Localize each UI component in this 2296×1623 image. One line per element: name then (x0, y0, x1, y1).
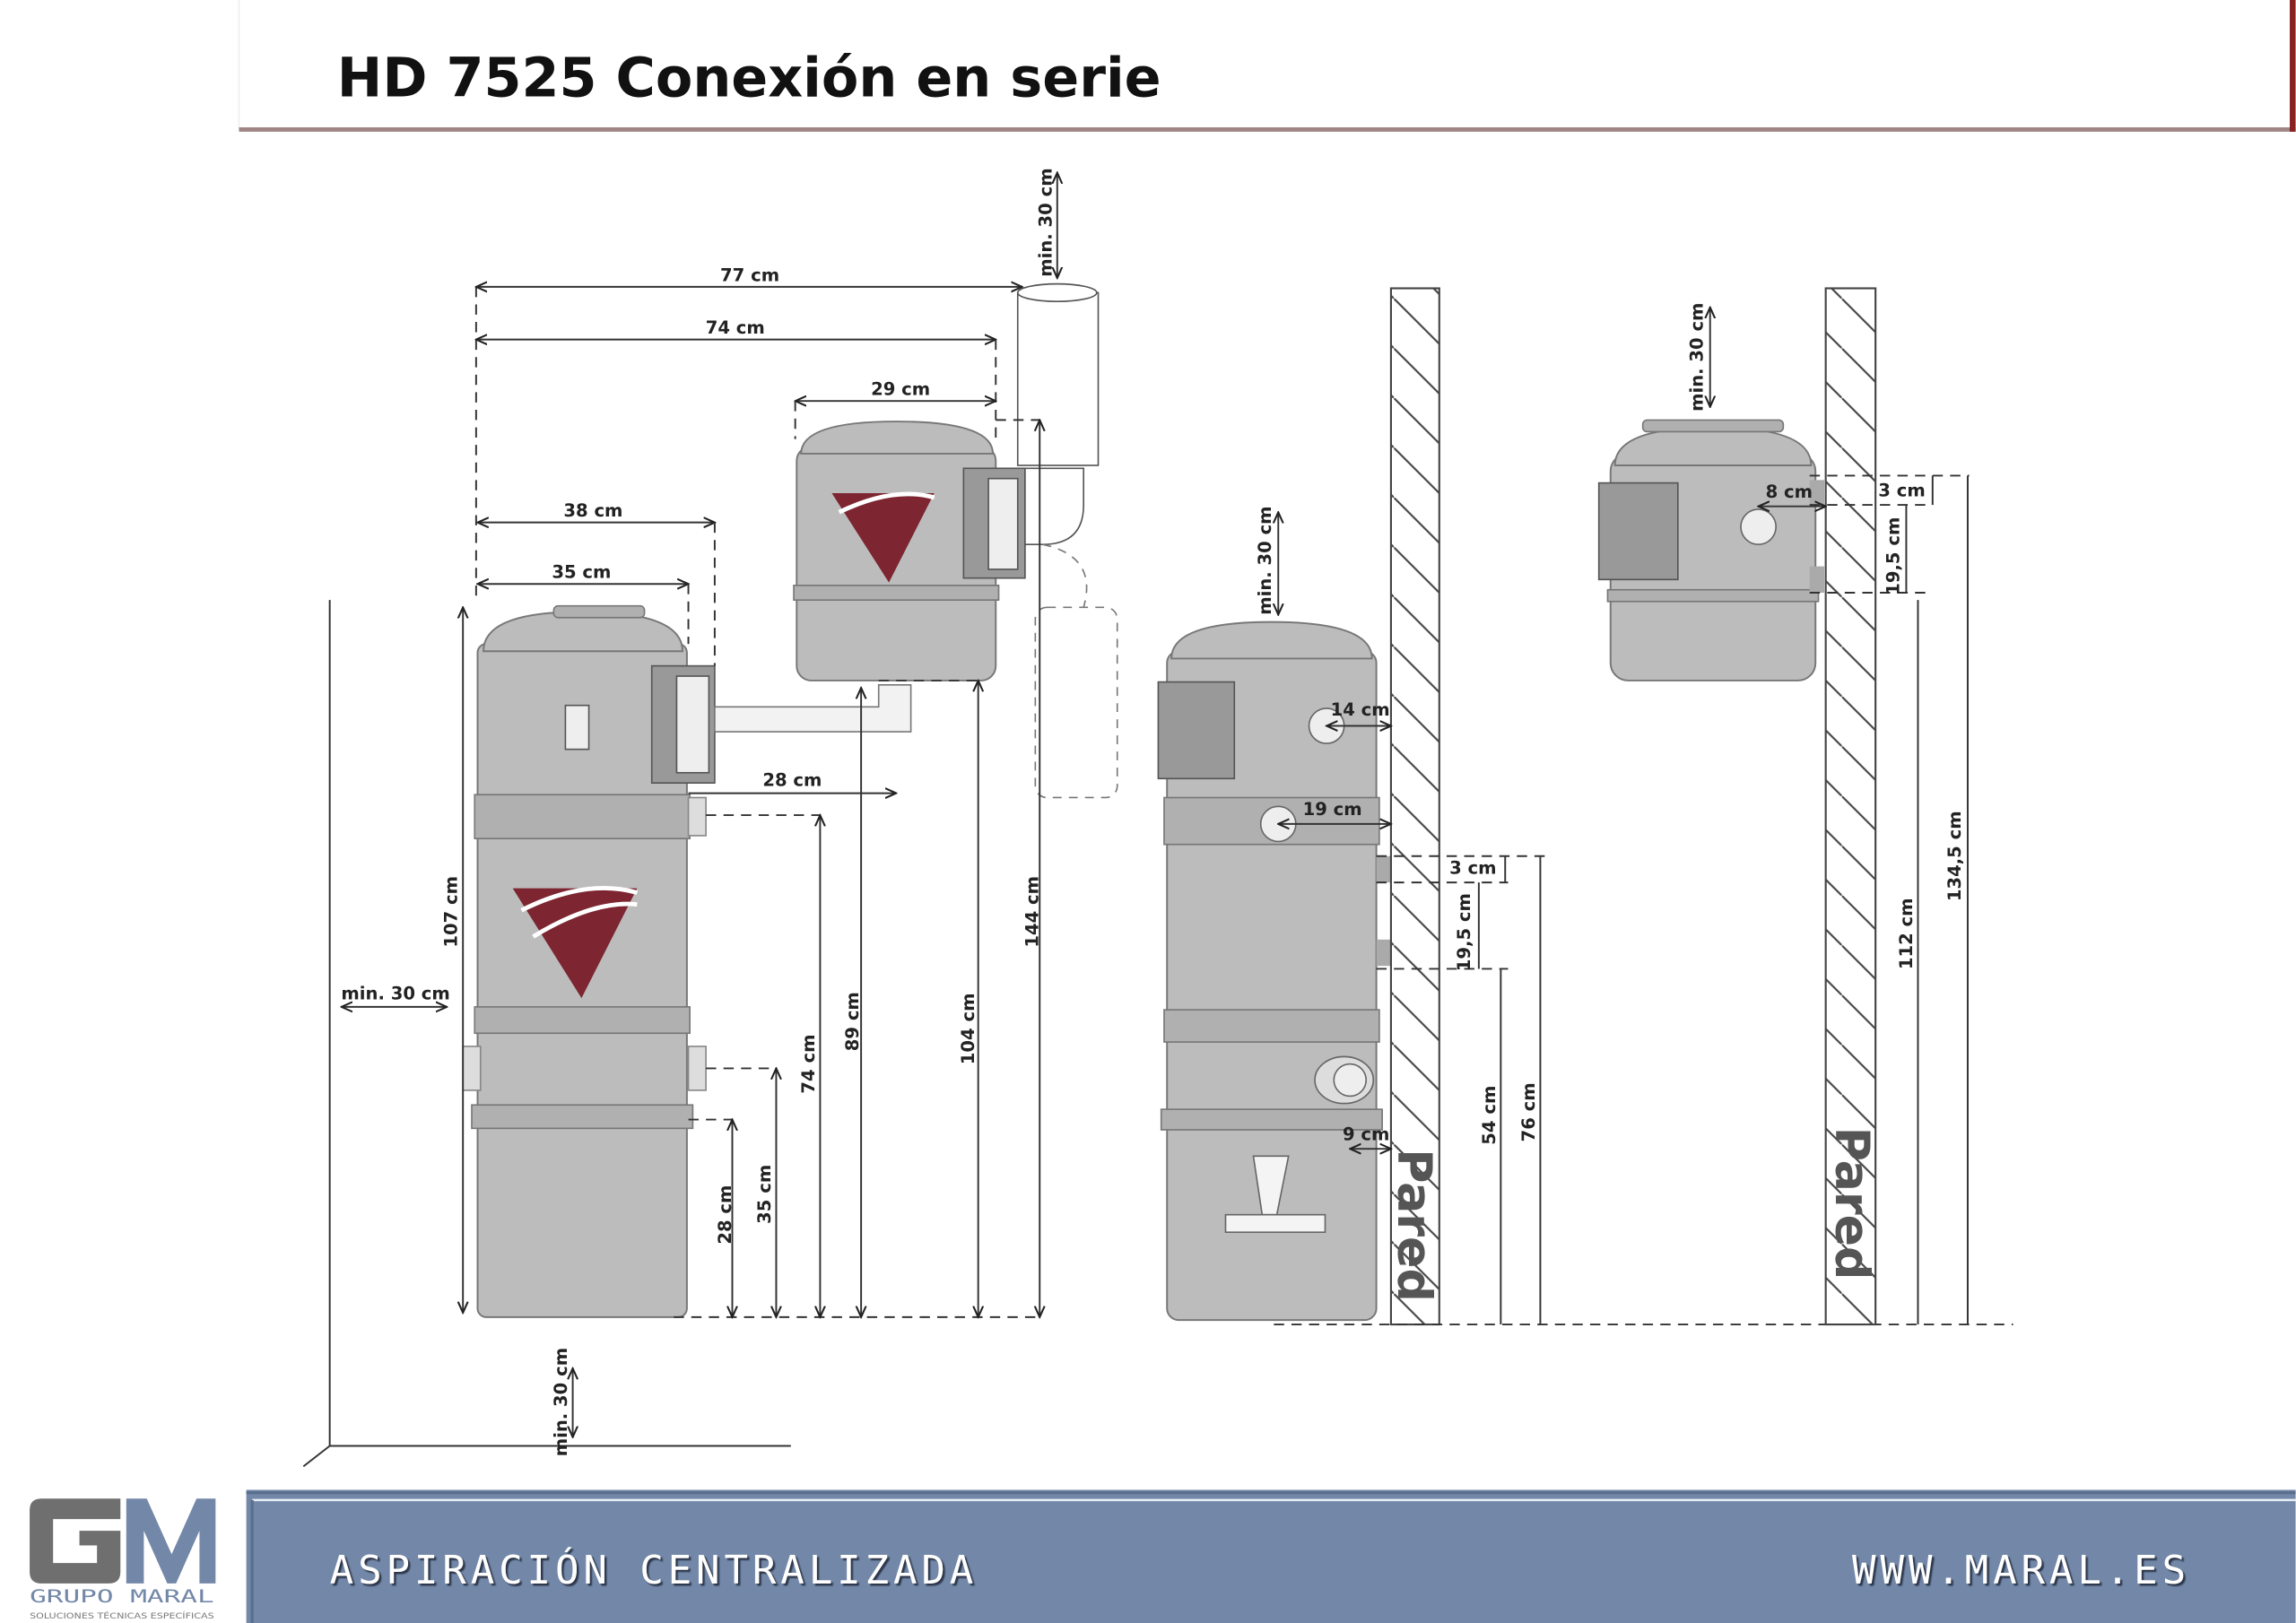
dim-width-upper: 29 cm (871, 379, 930, 400)
dim-h-74: 74 cm (798, 1034, 819, 1093)
side-dim-19-5: 19,5 cm (1454, 893, 1474, 971)
header: HD 7525 Conexión en serie (238, 0, 2296, 132)
dim-h-144: 144 cm (1022, 876, 1043, 948)
dim-unit-height: 107 cm (441, 876, 462, 948)
connecting-pipe (714, 684, 912, 733)
side-dim-h-76: 76 cm (1518, 1082, 1539, 1141)
dim-h-28: 28 cm (715, 1185, 735, 1245)
wall-dim-3: 3 cm (1878, 480, 1925, 500)
side-dim-3: 3 cm (1449, 857, 1496, 878)
wall-dim-h-134-5: 134,5 cm (1944, 811, 1965, 901)
dim-h-35: 35 cm (754, 1165, 775, 1224)
front-view-dimensions: 77 cm 74 cm 29 cm 38 cm 35 cm 28 cm min.… (341, 168, 1057, 1456)
dim-width-lower-panel: 38 cm (563, 500, 622, 521)
wall-label-2: Pared (1824, 1127, 1878, 1280)
wall-dim-19-5: 19,5 cm (1883, 517, 1903, 595)
logo-g-mark (30, 1498, 121, 1584)
logo-m-mark (126, 1498, 216, 1584)
silencer (1016, 282, 1118, 799)
floor-corner (302, 600, 791, 1468)
header-rule (239, 126, 2296, 132)
brand-triangle-logo (512, 888, 638, 999)
wall-side-view: Pared (1387, 287, 1440, 1326)
dim-clearance-top: min. 30 cm (1035, 168, 1056, 276)
logo-subtitle: SOLUCIONES TÉCNICAS ESPECÍFICAS (30, 1610, 214, 1621)
header-right-rule (2290, 0, 2296, 132)
side-view-dimensions: min. 30 cm 14 cm 19 cm 3 cm 19,5 cm 9 cm… (1255, 506, 2013, 1326)
wall-dim-clearance-top: min. 30 cm (1687, 303, 1708, 412)
vacuum-unit-lower (462, 604, 716, 1318)
dim-width-lower: 35 cm (552, 562, 611, 583)
dim-clearance-bottom: min. 30 cm (551, 1348, 571, 1456)
dim-width-pair: 74 cm (706, 317, 765, 338)
wall-dim-8: 8 cm (1766, 482, 1813, 502)
side-dim-14: 14 cm (1331, 699, 1390, 720)
page-title: HD 7525 Conexión en serie (337, 48, 1161, 110)
dim-clearance-left: min. 30 cm (341, 984, 449, 1004)
dim-h-104: 104 cm (958, 994, 978, 1065)
footer-website[interactable]: WWW.MARAL.ES (1852, 1548, 2190, 1593)
footer-tagline: ASPIRACIÓN CENTRALIZADA (330, 1546, 978, 1593)
footer-bar (246, 1489, 2296, 1623)
vacuum-unit-upper (793, 421, 1026, 681)
wall-dim-h-112: 112 cm (1896, 898, 1917, 969)
side-dim-19: 19 cm (1303, 799, 1362, 820)
side-dim-9: 9 cm (1343, 1124, 1389, 1144)
logo-name: GRUPO MARAL (30, 1586, 214, 1607)
grupo-maral-logo: GRUPO MARAL SOLUCIONES TÉCNICAS ESPECÍFI… (30, 1498, 216, 1621)
wall-label: Pared (1387, 1149, 1440, 1302)
side-dim-h-54: 54 cm (1479, 1086, 1500, 1145)
wall-wall-view: Pared (1824, 287, 1878, 1326)
side-dim-clearance-top: min. 30 cm (1255, 506, 1275, 614)
dim-pipe-offset: 28 cm (762, 769, 822, 790)
vacuum-unit-wall-view (1597, 419, 1825, 681)
footer: ASPIRACIÓN CENTRALIZADA WWW.MARAL.ES (246, 1489, 2296, 1623)
dim-h-89: 89 cm (842, 992, 863, 1051)
wall-view-dimensions: min. 30 cm 8 cm 3 cm 19,5 cm 112 cm 134,… (1687, 303, 1970, 1325)
dim-width-total: 77 cm (720, 265, 779, 285)
